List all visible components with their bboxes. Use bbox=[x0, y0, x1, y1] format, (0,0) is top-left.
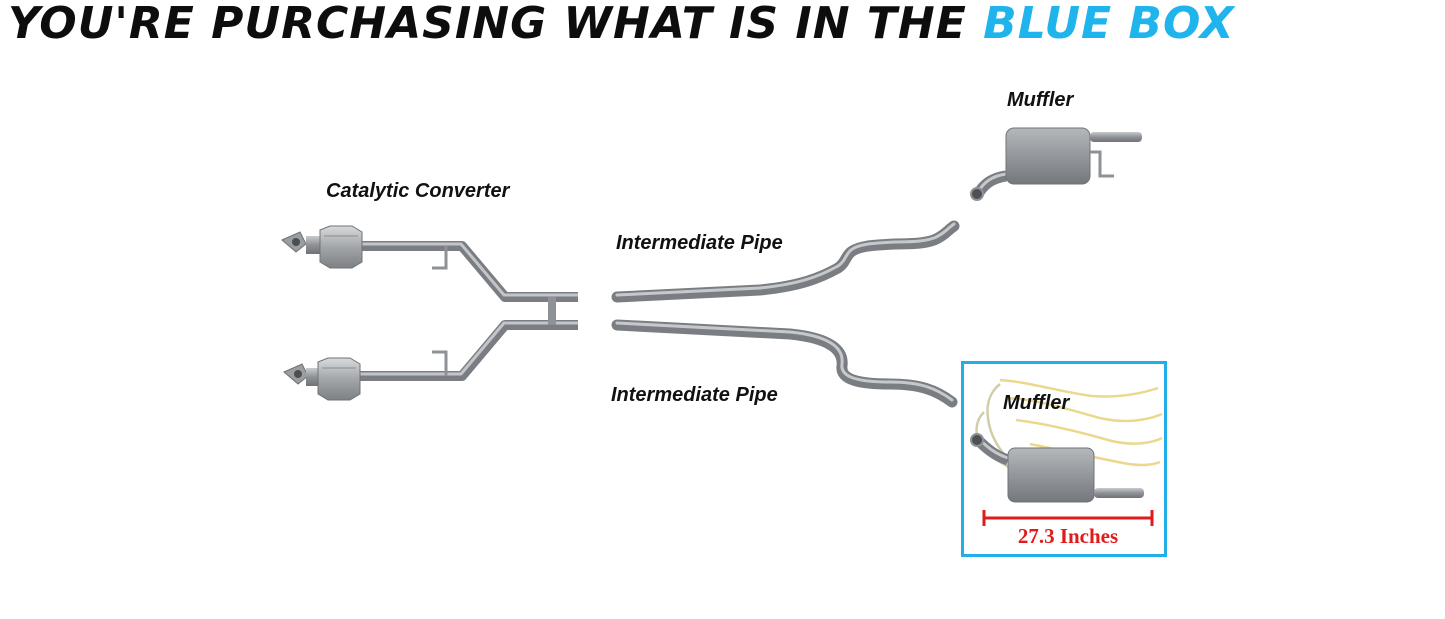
headline-blue-box-text: BLUE BOX bbox=[983, 0, 1235, 49]
muffler-top bbox=[970, 127, 1142, 201]
catalytic-converter-assembly bbox=[281, 225, 578, 401]
label-catalytic-converter: Catalytic Converter bbox=[326, 180, 510, 202]
blue-box-highlight bbox=[961, 361, 1167, 557]
headline: YOU'RE PURCHASING WHAT IS IN THE BLUE BO… bbox=[8, 0, 1445, 52]
headline-text: YOU'RE PURCHASING WHAT IS IN THE bbox=[8, 0, 967, 49]
intermediate-pipe-bottom bbox=[611, 319, 958, 408]
muffler-boxed bbox=[970, 433, 1144, 503]
label-intermediate-pipe-bottom: Intermediate Pipe bbox=[611, 384, 778, 406]
intermediate-pipe-top bbox=[611, 220, 960, 303]
label-muffler-boxed: Muffler bbox=[1003, 392, 1070, 414]
dimension-label: 27.3 Inches bbox=[1017, 524, 1119, 548]
dimension-line bbox=[982, 510, 1154, 526]
label-muffler-top: Muffler bbox=[1007, 89, 1074, 111]
label-intermediate-pipe-top: Intermediate Pipe bbox=[616, 232, 783, 254]
